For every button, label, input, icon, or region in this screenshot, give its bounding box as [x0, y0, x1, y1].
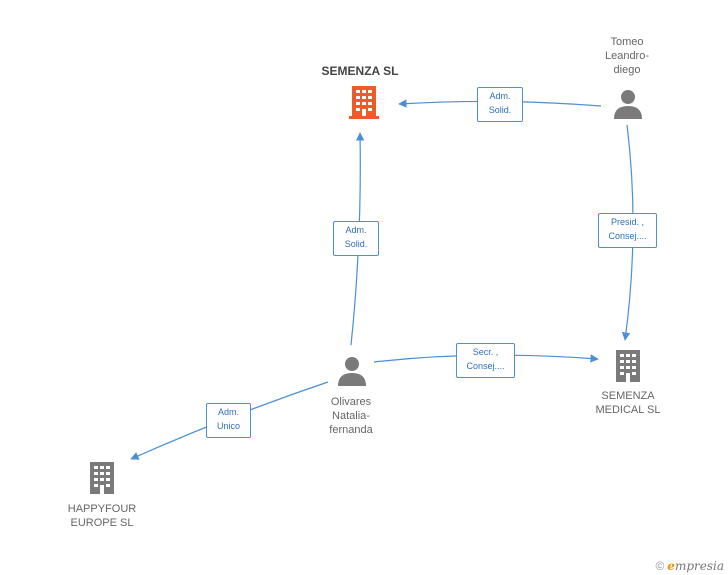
- building-icon[interactable]: [612, 348, 644, 384]
- edge-label-olivares-semenza: Adm. Solid.: [333, 221, 379, 256]
- building-icon[interactable]: [347, 84, 381, 120]
- person-icon[interactable]: [612, 88, 644, 120]
- brand-rest: mpresia: [674, 559, 724, 573]
- node-label-happyfour[interactable]: HAPPYFOUR EUROPE SL: [67, 503, 137, 529]
- footer-watermark: © empresia: [655, 559, 724, 573]
- edge-label-olivares-happyfour: Adm. Unico: [206, 403, 251, 438]
- node-label-tomeo[interactable]: Tomeo Leandro- diego: [604, 36, 650, 76]
- empresia-logo[interactable]: empresia: [667, 559, 724, 573]
- building-icon[interactable]: [86, 460, 118, 496]
- edge-label-tomeo-semenza: Adm. Solid.: [477, 87, 523, 122]
- edge-label-olivares-medical: Secr. , Consej....: [456, 343, 515, 378]
- brand-initial: e: [667, 559, 675, 573]
- node-label-semenza-medical[interactable]: SEMENZA MEDICAL SL: [595, 390, 661, 416]
- person-icon[interactable]: [336, 355, 368, 387]
- node-label-semenza-sl[interactable]: SEMENZA SL: [321, 64, 399, 78]
- edge-label-tomeo-medical: Presid. , Consej....: [598, 213, 657, 248]
- copyright-icon: ©: [655, 559, 665, 573]
- node-label-olivares[interactable]: Olivares Natalia- fernanda: [329, 396, 373, 436]
